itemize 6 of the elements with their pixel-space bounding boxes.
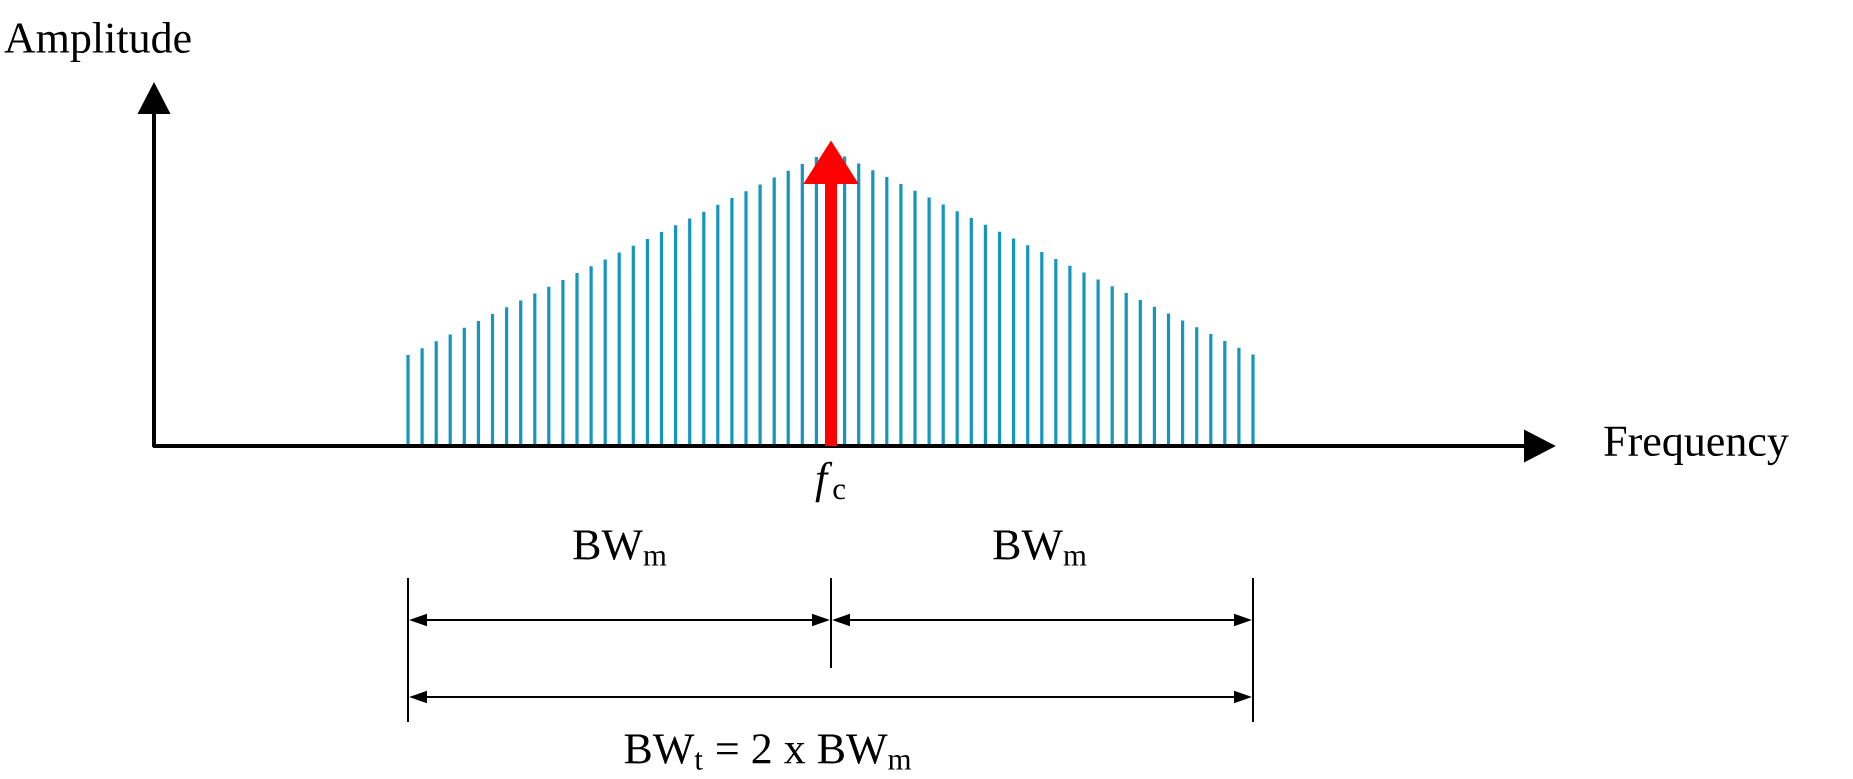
dimension-label: BW$_{m}$ (993, 530, 1087, 566)
axis-label: Amplitude (4, 22, 191, 62)
dimension-label: f$_{c}$ (815, 461, 846, 503)
axis-label: Frequency (1604, 426, 1789, 466)
dimension-label: BW$_{t}$ = 2 x BW$_{m}$ (624, 734, 912, 770)
dimension-label: BW$_{m}$ (573, 530, 667, 566)
